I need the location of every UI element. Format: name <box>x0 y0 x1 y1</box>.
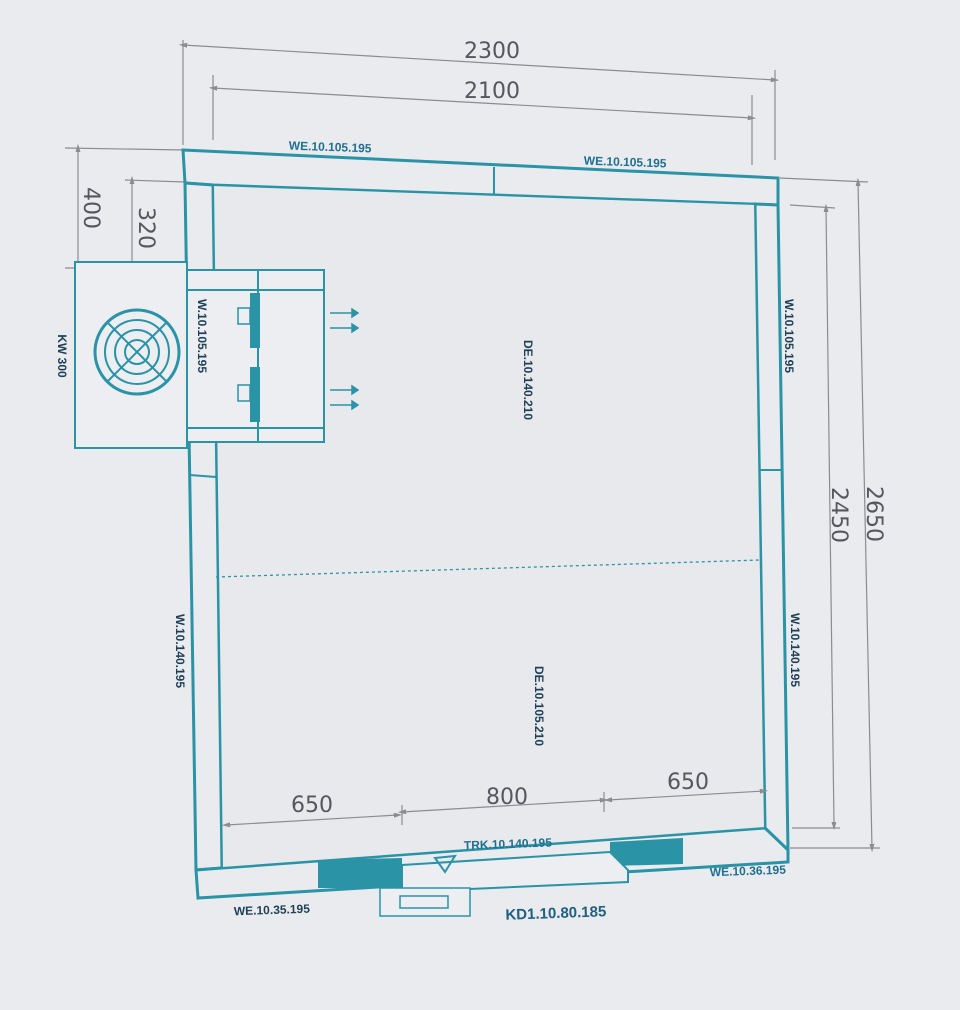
front-panel-left-fill <box>318 858 402 888</box>
door-handle-box <box>379 887 471 917</box>
unit-housing <box>74 261 188 449</box>
outer-depth-label: 2650 <box>861 486 886 542</box>
left-dimensions: 400 320 <box>64 143 186 273</box>
door-dimensions: 650 800 650 <box>221 770 769 828</box>
inner-width-line <box>208 85 757 121</box>
right-dimensions: 2650 2450 <box>779 177 886 853</box>
label-ceiling-lower: DE.10.105.210 <box>532 666 546 746</box>
top-dimensions: 2300 2100 <box>178 39 780 165</box>
inner-depth-line <box>823 203 837 831</box>
panel-labels: WE.10.105.195 WE.10.105.195 W.10.105.195… <box>173 139 802 924</box>
door-assembly <box>318 838 683 917</box>
label-right-lower: W.10.140.195 <box>788 613 802 687</box>
front-panel-right-fill <box>610 838 683 866</box>
fan-icon <box>93 308 181 396</box>
inner-width-label: 2100 <box>464 79 520 104</box>
label-bottom-right: WE.10.36.195 <box>710 863 787 880</box>
unit-label: KW 300 <box>55 334 69 378</box>
unit-offset-outer-label: 400 <box>78 187 103 229</box>
outer-width-label: 2300 <box>464 39 520 64</box>
outer-depth-line <box>855 177 875 853</box>
label-left-lower: W.10.140.195 <box>173 614 187 688</box>
cooling-unit: KW 300 <box>55 261 360 449</box>
door-right-label: 650 <box>667 770 709 795</box>
label-right-upper: W.10.105.195 <box>782 299 796 373</box>
door-width-label: 800 <box>486 785 528 810</box>
unit-offset-inner-label: 320 <box>133 207 158 249</box>
label-front-track: TRK.10.140.195 <box>464 835 553 852</box>
label-left-upper: W.10.105.195 <box>195 299 209 373</box>
label-door: KD1.10.80.185 <box>505 903 606 924</box>
label-bottom-left: WE.10.35.195 <box>234 902 311 919</box>
door-hinge-icon <box>433 854 457 874</box>
airflow-arrows <box>330 307 360 411</box>
door-left-label: 650 <box>291 793 333 818</box>
label-ceiling-upper: DE.10.140.210 <box>521 340 535 420</box>
evaporator-coil-upper <box>250 293 260 348</box>
ceiling-panel-split <box>215 559 761 578</box>
evaporator-coil-lower <box>250 367 260 422</box>
inner-depth-label: 2450 <box>826 487 851 543</box>
label-top-left: WE.10.105.195 <box>289 139 372 156</box>
outer-width-line <box>178 42 780 83</box>
label-top-right: WE.10.105.195 <box>584 154 667 171</box>
room-floor <box>211 183 767 870</box>
